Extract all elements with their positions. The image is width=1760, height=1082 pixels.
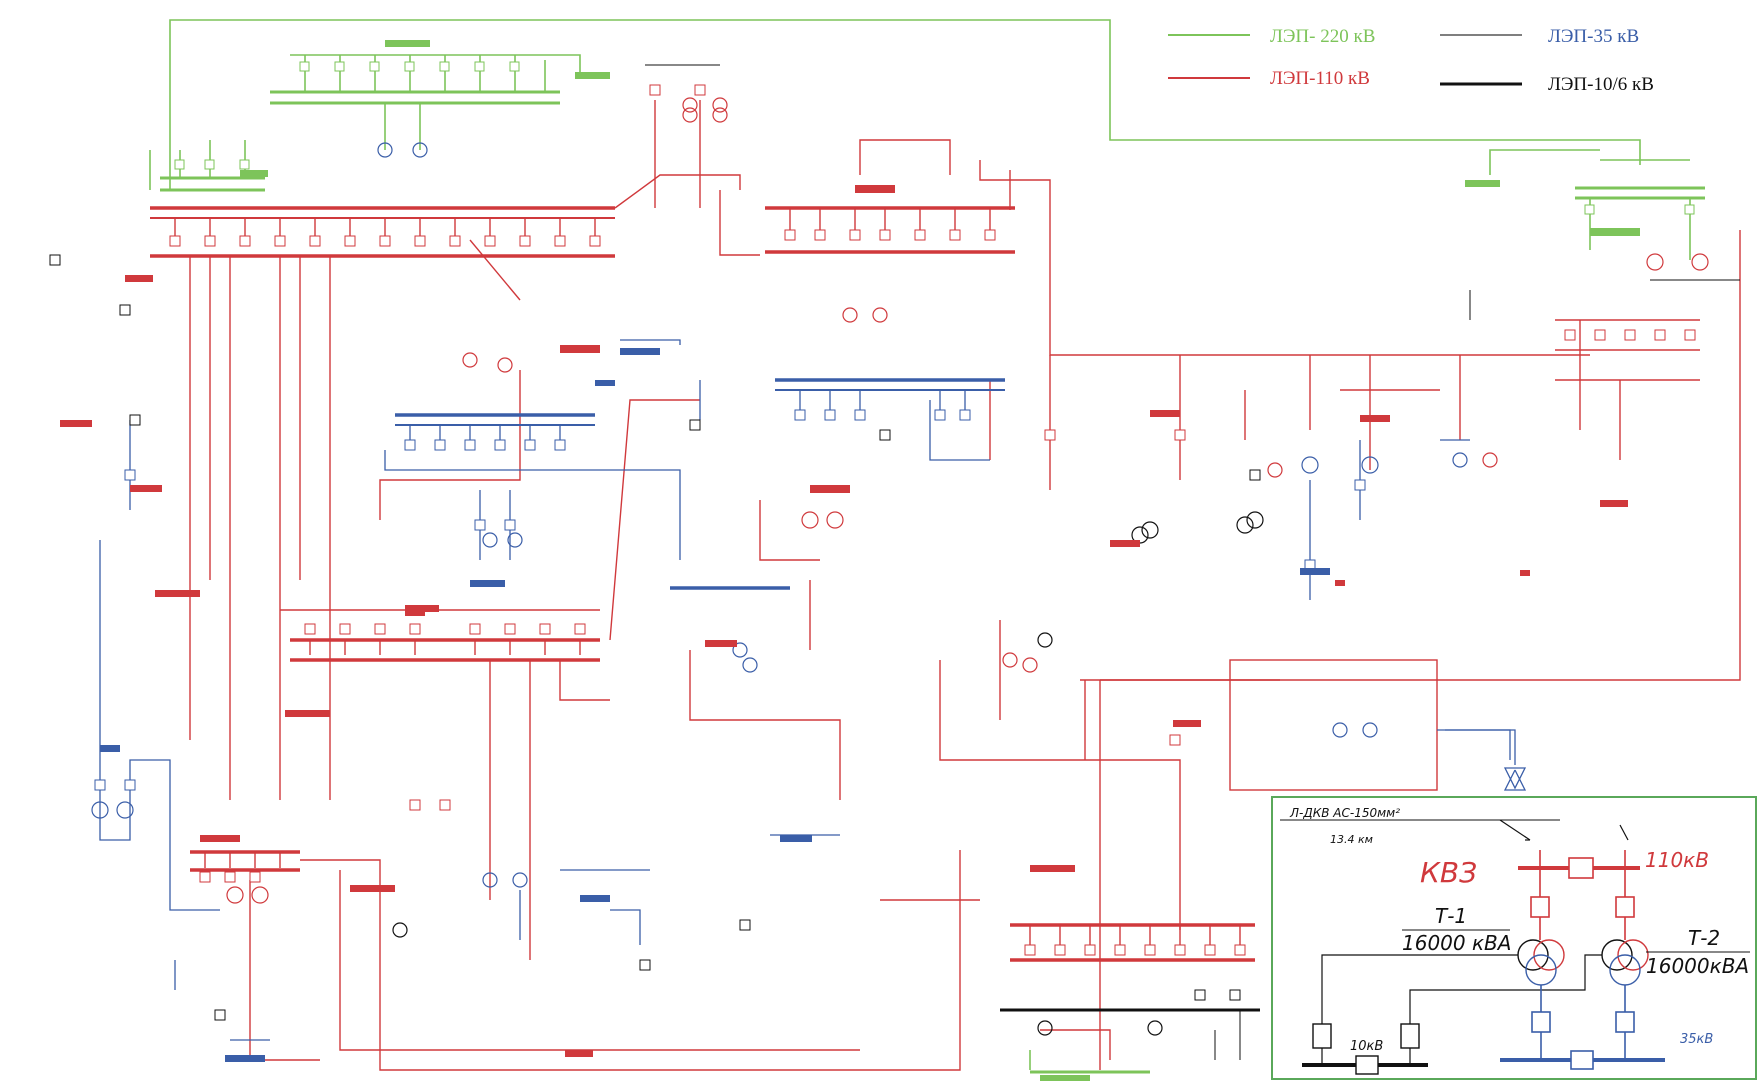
legend-label-110kv: ЛЭП-110 кВ [1270, 68, 1370, 89]
t1-hv-breaker [1530, 896, 1550, 918]
legend-label-35kv: ЛЭП-35 кВ [1548, 26, 1639, 47]
legend-item-35kv: ЛЭП-35 кВ [1440, 26, 1639, 47]
kvz-highlight-box [1229, 659, 1527, 791]
bus-10kv-section [1355, 1055, 1379, 1075]
substation-name: КВЗ [1420, 856, 1477, 889]
legend-item-10kv: ЛЭП-10/6 кВ [1440, 74, 1654, 95]
network-220kv [149, 19, 1705, 1074]
legend: ЛЭП- 220 кВ ЛЭП-110 кВ ЛЭП-35 кВ ЛЭП-10/… [1168, 26, 1654, 95]
inset-line-label: Л-ДКВ АС-150мм² [1289, 806, 1400, 820]
inset-frame [1271, 796, 1757, 1080]
t1-35kv-breaker [1531, 1011, 1551, 1033]
transformer-t1 [1517, 939, 1565, 986]
bus-section-breaker [1568, 857, 1594, 879]
t1-rating: 16000 кВА [1402, 931, 1511, 955]
legend-label-10kv: ЛЭП-10/6 кВ [1548, 74, 1654, 95]
voltage-110-label: 110кВ [1645, 848, 1709, 872]
inset-line-length: 13.4 км [1330, 833, 1373, 846]
t2-35kv-breaker [1615, 1011, 1635, 1033]
station-caption-marks [60, 40, 1640, 1081]
switch-symbols [49, 61, 1696, 1021]
network-35kv [99, 339, 1527, 1041]
t1-name: Т-1 [1435, 904, 1467, 928]
legend-item-220kv: ЛЭП- 220 кВ [1168, 26, 1375, 47]
voltage-10-label: 10кВ [1350, 1039, 1383, 1054]
t2-name: Т-2 [1688, 926, 1720, 950]
kvz-inset: Л-ДКВ АС-150мм² 13.4 км КВЗ 110кВ Т-1 16… [1271, 796, 1757, 1080]
legend-item-110kv: ЛЭП-110 кВ [1168, 68, 1370, 89]
network-10kv [645, 64, 1740, 1060]
feeder-10kv-2 [1400, 1023, 1420, 1049]
bus-35kv-section [1570, 1050, 1594, 1070]
t2-rating: 16000кВА [1646, 954, 1749, 978]
feeder-10kv-1 [1312, 1023, 1332, 1049]
legend-label-220kv: ЛЭП- 220 кВ [1270, 26, 1375, 47]
t2-hv-breaker [1615, 896, 1635, 918]
voltage-35-label: 35кВ [1680, 1032, 1713, 1047]
